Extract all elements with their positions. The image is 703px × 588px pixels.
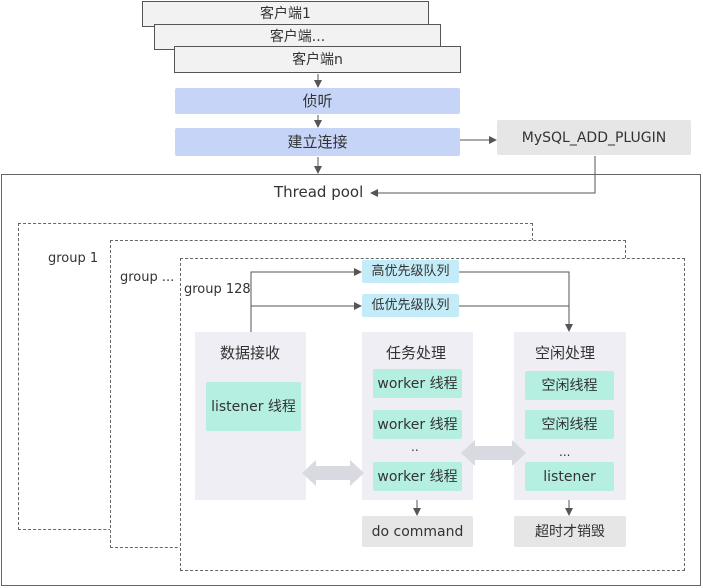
client-n: 客户端n — [174, 46, 461, 73]
client-1: 客户端1 — [142, 1, 429, 27]
idle-thread-2: 空闲线程 — [525, 410, 614, 439]
connect-step: 建立连接 — [175, 128, 460, 156]
task-title: 任务处理 — [386, 344, 447, 362]
do-command: do command — [362, 516, 473, 547]
idle-listener: listener — [525, 462, 614, 491]
low-priority-queue: 低优先级队列 — [362, 294, 459, 317]
group-dots-label: group ... — [120, 270, 175, 285]
worker-thread-1: worker 线程 — [373, 369, 462, 398]
receive-title: 数据接收 — [220, 344, 281, 362]
group-1-label: group 1 — [48, 251, 99, 266]
timeout-destroy: 超时才销毁 — [514, 516, 626, 547]
idle-dots: ... — [559, 445, 571, 459]
idle-title: 空闲处理 — [535, 344, 596, 362]
worker-thread-2: worker 线程 — [373, 410, 462, 439]
listen-step: 侦听 — [175, 88, 460, 114]
thread-pool-title: Thread pool — [274, 183, 364, 201]
mysql-add-plugin: MySQL_ADD_PLUGIN — [497, 120, 691, 155]
listener-thread: listener 线程 — [206, 382, 301, 431]
group-128-label: group 128 — [184, 282, 251, 297]
idle-thread-1: 空闲线程 — [525, 371, 614, 400]
worker-thread-3: worker 线程 — [373, 462, 462, 491]
worker-dots: .. — [411, 440, 419, 454]
high-priority-queue: 高优先级队列 — [362, 260, 459, 283]
